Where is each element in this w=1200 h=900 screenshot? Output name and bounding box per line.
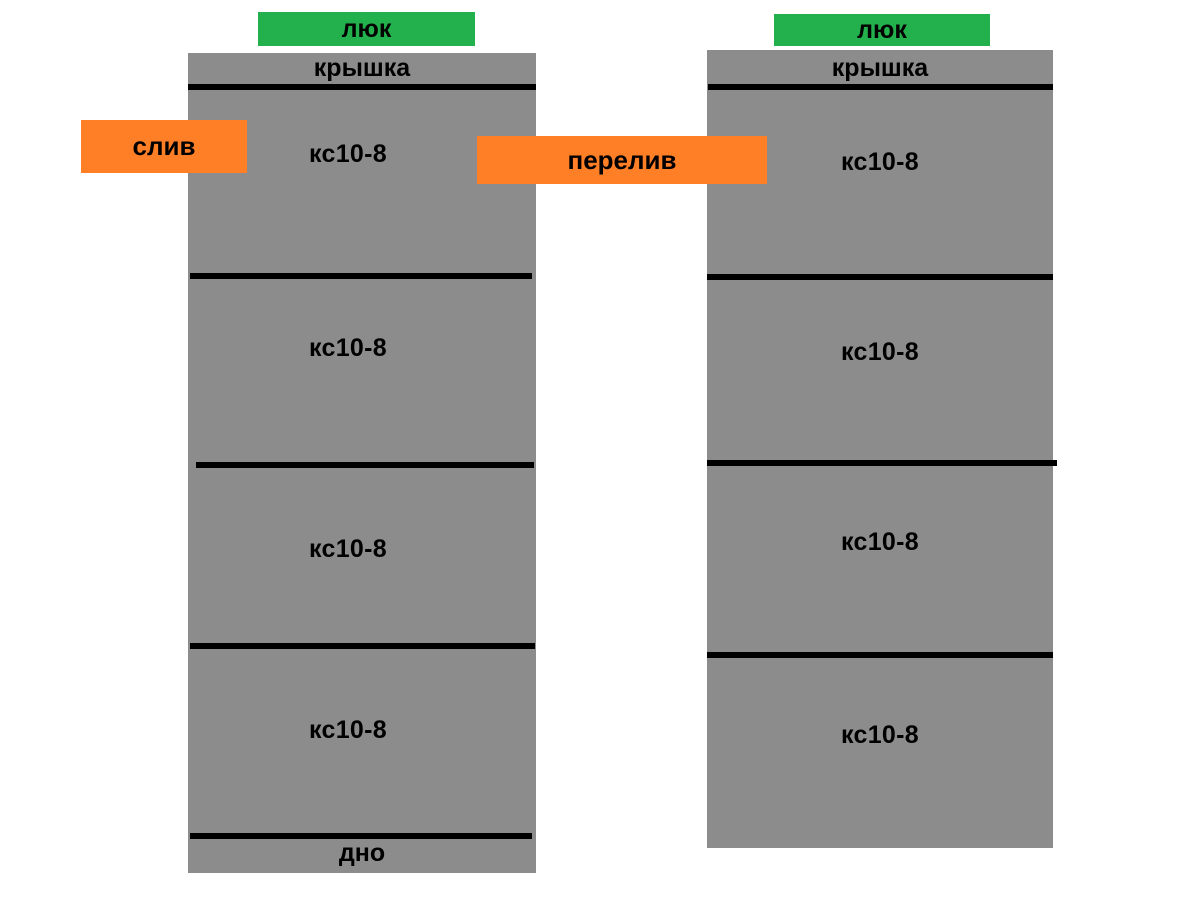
right-tank-divider-1 (707, 274, 1053, 280)
overflow-callout[interactable]: перелив (477, 136, 767, 184)
right-tank-cap-divider (708, 84, 1053, 90)
right-tank-cap-label: крышка (831, 54, 929, 82)
right-tank-ring-label-3: кс10-8 (841, 528, 919, 556)
left-tank-ring-label-3: кс10-8 (309, 535, 387, 563)
left-tank-ring-label-2: кс10-8 (309, 334, 387, 362)
hatch-callout-left[interactable]: люк (258, 12, 475, 46)
left-tank-bottom-label: дно (338, 839, 386, 867)
left-tank-divider-1 (190, 273, 532, 279)
right-tank-ring-label-1: кс10-8 (841, 148, 919, 176)
right-tank-divider-2 (707, 460, 1057, 466)
left-tank-divider-2 (196, 462, 534, 468)
right-tank-divider-3 (707, 652, 1053, 658)
left-tank-ring-label-4: кс10-8 (309, 716, 387, 744)
right-tank-ring-label-2: кс10-8 (841, 338, 919, 366)
left-tank-cap-label: крышка (313, 54, 411, 82)
right-tank-ring-label-4: кс10-8 (841, 721, 919, 749)
left-tank-cap-divider (188, 84, 536, 90)
left-tank-ring-label-1: кс10-8 (309, 140, 387, 168)
hatch-callout-right[interactable]: люк (774, 14, 990, 46)
left-tank-bottom-divider (190, 833, 532, 839)
drain-callout[interactable]: слив (81, 120, 247, 173)
left-tank-divider-3 (190, 643, 535, 649)
